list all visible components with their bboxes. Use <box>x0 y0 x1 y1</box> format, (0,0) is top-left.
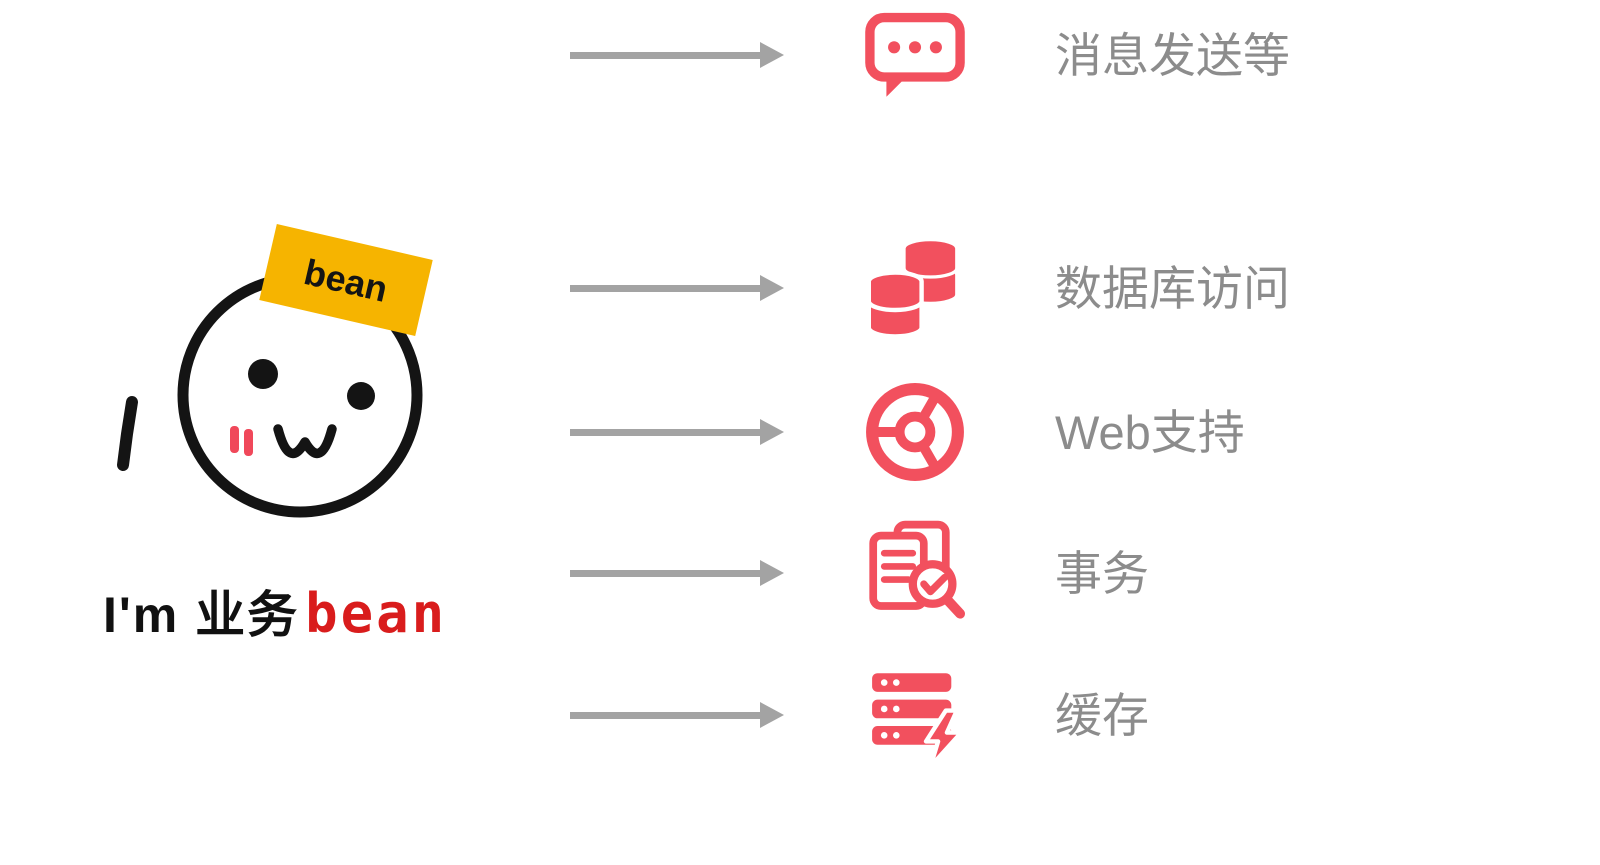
caption-prefix: I'm 业务 <box>103 587 300 643</box>
feature-label: 缓存 <box>1055 688 1149 742</box>
feature-row-web: Web支持 <box>570 377 1245 487</box>
caption-highlight: bean <box>305 582 448 645</box>
blush-mark <box>244 429 253 456</box>
bean-hat: bean <box>259 224 433 336</box>
character-caption: I'm 业务 bean <box>103 575 447 647</box>
document-check-icon <box>869 520 966 619</box>
server-cache-icon <box>872 673 964 769</box>
arrow-icon <box>570 569 760 577</box>
database-icon <box>866 237 959 339</box>
arrow-icon <box>570 428 760 436</box>
feature-label: 数据库访问 <box>1055 261 1290 315</box>
feature-label: Web支持 <box>1055 405 1245 459</box>
feature-label: 消息发送等 <box>1055 28 1290 82</box>
mouth <box>273 424 337 458</box>
feature-row-cache: 缓存 <box>570 660 1149 770</box>
arrow-icon <box>570 284 760 292</box>
hat-tag <box>259 224 433 336</box>
feature-row-database: 数据库访问 <box>570 233 1290 343</box>
right-eye <box>347 382 375 410</box>
sweat-mark-icon <box>117 396 138 471</box>
message-bubble-icon <box>865 12 965 97</box>
bean-character: bean <box>117 224 433 518</box>
arrow-icon <box>570 51 760 59</box>
feature-row-transaction: 事务 <box>570 518 1149 628</box>
arrow-icon <box>570 711 760 719</box>
browser-icon <box>866 383 964 481</box>
lightning-bolt-icon <box>923 708 964 769</box>
feature-row-messaging: 消息发送等 <box>570 0 1290 110</box>
feature-label: 事务 <box>1055 546 1149 600</box>
left-eye <box>248 359 278 389</box>
blush-mark <box>230 426 239 453</box>
